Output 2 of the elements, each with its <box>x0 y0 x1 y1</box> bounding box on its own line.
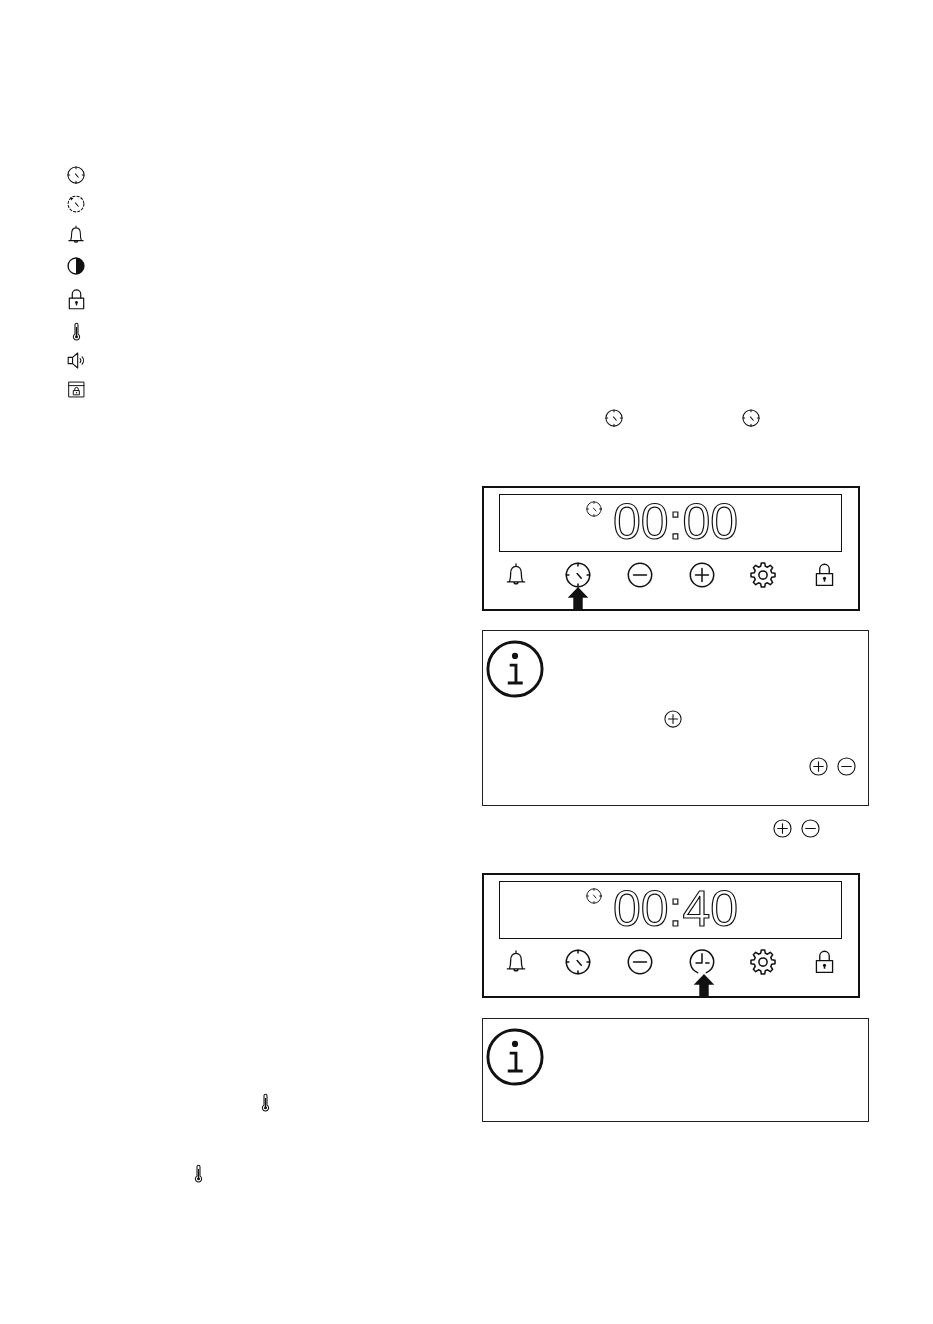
display-digits: 00:40 <box>612 884 740 934</box>
display-digits: 00:00 <box>612 497 740 547</box>
